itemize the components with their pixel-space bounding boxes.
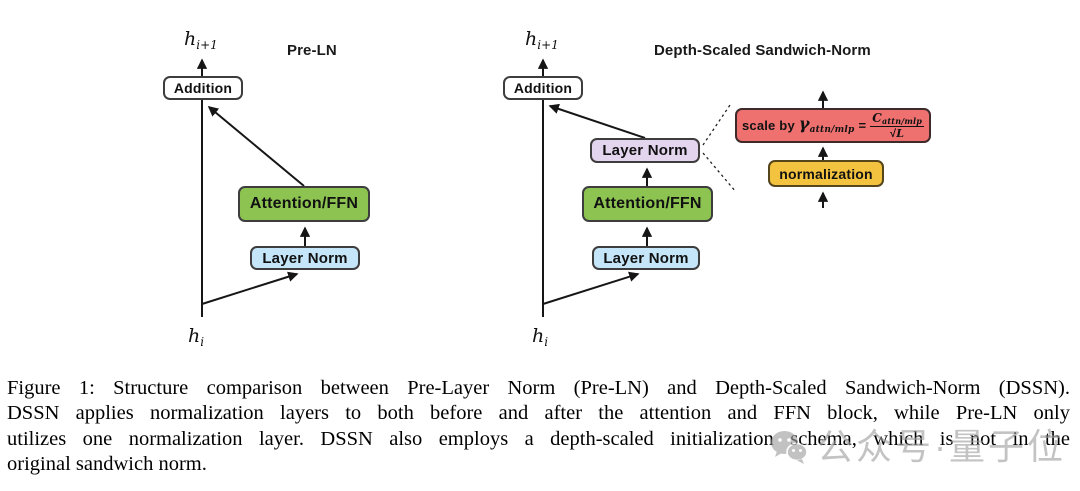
watermark: 公众号·量子位 bbox=[770, 429, 1066, 465]
right-attention-ffn-node: Attention/FFN bbox=[582, 186, 713, 222]
figure-caption: Figure 1: Structure comparison between P… bbox=[7, 376, 1070, 477]
left-layer-norm-node: Layer Norm bbox=[250, 246, 360, 270]
left-diagram-title: Pre-LN bbox=[287, 42, 337, 59]
right-output-label: hi+1 bbox=[525, 28, 559, 52]
right-diagram-title: Depth-Scaled Sandwich-Norm bbox=[654, 42, 871, 59]
normalization-node: normalization bbox=[768, 160, 884, 187]
wechat-icon bbox=[771, 431, 808, 464]
dotted-callout-upper bbox=[702, 104, 731, 146]
scale-formula: scale by γattn/mlp = Cattn/mlp √L bbox=[741, 110, 925, 140]
arrow-right-postln-to-addition bbox=[548, 103, 646, 139]
right-addition-node: Addition bbox=[503, 76, 583, 100]
arrow-left-ffn-to-addition bbox=[207, 106, 305, 187]
watermark-text: 公众号·量子位 bbox=[817, 426, 1066, 467]
left-output-label: hi+1 bbox=[184, 28, 218, 52]
left-input-label: hi bbox=[188, 325, 205, 349]
left-attention-ffn-node: Attention/FFN bbox=[238, 186, 370, 222]
fraction: Cattn/mlp √L bbox=[870, 110, 925, 140]
caption-line: DSSN applies normalization layers to bot… bbox=[7, 402, 1070, 425]
scale-by-gamma-node: scale by γattn/mlp = Cattn/mlp √L bbox=[735, 108, 931, 143]
caption-line: Figure 1: Structure comparison between P… bbox=[7, 377, 1070, 399]
right-input-label: hi bbox=[532, 325, 549, 349]
caption-line: original sandwich norm. bbox=[7, 452, 207, 475]
caption-line: utilizes one normalization layer. DSSN a… bbox=[7, 427, 1070, 450]
right-pre-layer-norm-node: Layer Norm bbox=[592, 246, 700, 270]
arrow-right-input-to-layernorm bbox=[542, 271, 640, 305]
left-addition-node: Addition bbox=[163, 76, 243, 100]
right-post-layer-norm-node: Layer Norm bbox=[590, 138, 700, 163]
arrow-left-input-to-layernorm bbox=[201, 271, 299, 305]
